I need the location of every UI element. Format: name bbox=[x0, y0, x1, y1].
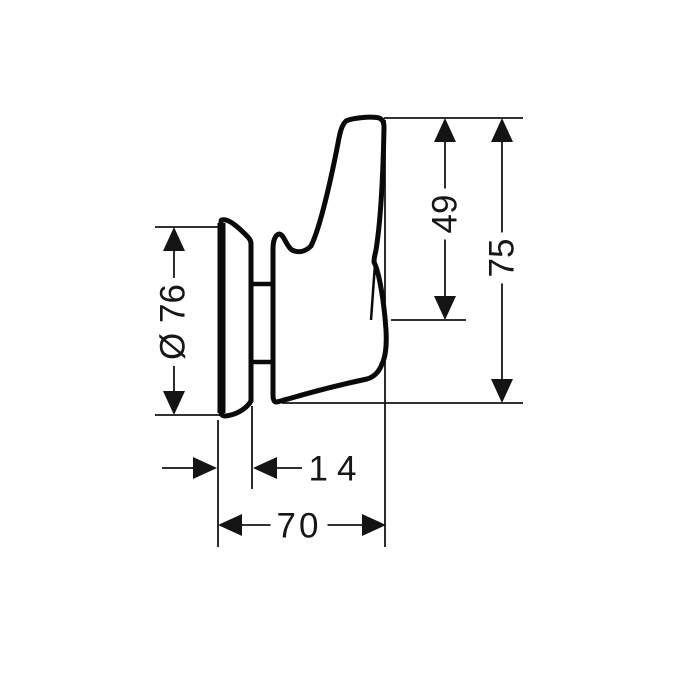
arrow-49-down-icon bbox=[434, 296, 456, 320]
arrow-70-right-icon bbox=[362, 514, 386, 536]
label-depth-70: 70 bbox=[270, 507, 328, 545]
arrow-diameter-up-icon bbox=[163, 227, 185, 251]
arrow-75-down-icon bbox=[491, 379, 513, 403]
arrow-14-left-icon bbox=[193, 457, 217, 479]
label-depth-14: 14 bbox=[308, 449, 366, 489]
product-outline bbox=[217, 114, 389, 419]
label-height-75: 75 bbox=[483, 232, 522, 284]
arrow-14-right-icon bbox=[253, 457, 277, 479]
lever-seam-line bbox=[369, 263, 377, 321]
arrow-49-up-icon bbox=[434, 118, 456, 142]
label-diameter-76: Ø 76 bbox=[154, 278, 193, 366]
arrow-diameter-down-icon bbox=[163, 391, 185, 415]
arrow-70-left-icon bbox=[218, 514, 242, 536]
handle-profile bbox=[270, 114, 389, 405]
arrow-75-up-icon bbox=[491, 118, 513, 142]
label-height-49: 49 bbox=[426, 188, 465, 240]
dimension-arrowheads bbox=[163, 118, 513, 536]
